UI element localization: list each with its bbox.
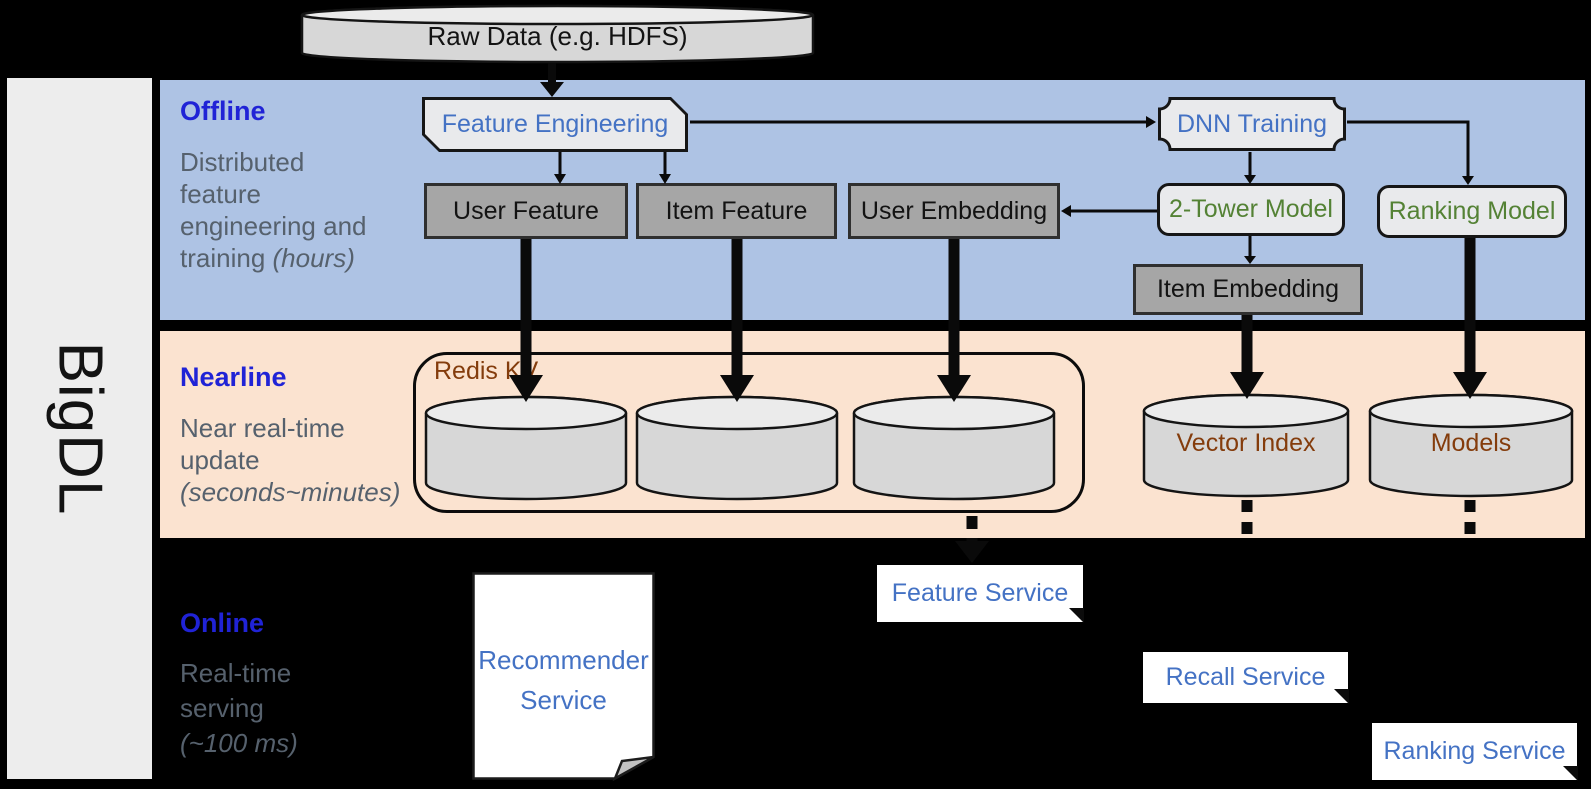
offline-description: Distributed feature engineering and trai… — [180, 147, 367, 273]
nearline-description: Near real-time update (seconds~minutes) — [180, 413, 401, 507]
bigdl-sidebar: BigDL — [7, 78, 152, 779]
ranking-model-label: Ranking Model — [1388, 197, 1556, 225]
two-tower-model-label: 2-Tower Model — [1169, 195, 1333, 223]
node-two-tower-model: 2-Tower Model — [1157, 183, 1345, 236]
plaque-shape-icon — [1158, 97, 1346, 151]
ranking-service-box: Ranking Service — [1372, 723, 1578, 781]
user-embedding-store-cylinder — [852, 395, 1056, 501]
ranking-service-label: Ranking Service — [1383, 737, 1566, 765]
models-label: Models — [1430, 429, 1512, 457]
cylinder-shape-icon — [852, 395, 1056, 501]
feature-service-box: Feature Service — [877, 565, 1084, 623]
nearline-title: Nearline — [180, 362, 287, 392]
cylinder-shape-icon — [424, 395, 628, 501]
cylinder-shape-icon — [300, 4, 815, 64]
user-embedding-label: User Embedding — [860, 196, 1048, 225]
document-shape-icon — [472, 572, 655, 782]
online-description: Real-time serving (~100 ms) — [180, 658, 298, 758]
vector-index-cylinder: Vector Index — [1142, 393, 1350, 498]
node-dnn-training: DNN Training — [1157, 96, 1347, 152]
models-cylinder: Models — [1368, 393, 1574, 498]
item-feature-label: Item Feature — [665, 196, 808, 225]
recall-service-box: Recall Service — [1143, 652, 1349, 704]
feature-service-label: Feature Service — [891, 579, 1069, 607]
offline-title: Offline — [180, 96, 266, 126]
redis-kv-container — [413, 352, 1085, 513]
recommender-service-document: Recommender Service — [472, 572, 655, 782]
recommender-service-label: Recommender Service — [478, 645, 649, 715]
cylinder-shape-icon — [1142, 393, 1350, 498]
cylinder-shape-icon — [635, 395, 839, 501]
online-title: Online — [180, 608, 265, 638]
node-item-feature: Item Feature — [636, 183, 837, 239]
dnn-training-label: DNN Training — [1176, 109, 1328, 138]
node-user-embedding: User Embedding — [848, 183, 1060, 239]
redis-kv-label: Redis KV — [434, 357, 539, 385]
raw-data-label: Raw Data (e.g. HDFS) — [427, 21, 688, 51]
node-ranking-model: Ranking Model — [1377, 185, 1567, 238]
node-feature-engineering: Feature Engineering — [422, 97, 688, 152]
cylinder-shape-icon — [1368, 393, 1574, 498]
recall-service-label: Recall Service — [1165, 663, 1326, 691]
raw-data-cylinder: Raw Data (e.g. HDFS) — [300, 4, 815, 64]
node-user-feature: User Feature — [424, 183, 628, 239]
item-feature-store-cylinder — [635, 395, 839, 501]
user-feature-store-cylinder — [424, 395, 628, 501]
feature-engineering-label: Feature Engineering — [441, 110, 669, 138]
bigdl-label: BigDL — [45, 341, 114, 516]
node-item-embedding: Item Embedding — [1133, 264, 1363, 315]
item-embedding-label: Item Embedding — [1156, 275, 1340, 303]
user-feature-label: User Feature — [453, 196, 599, 225]
vector-index-label: Vector Index — [1176, 429, 1316, 457]
